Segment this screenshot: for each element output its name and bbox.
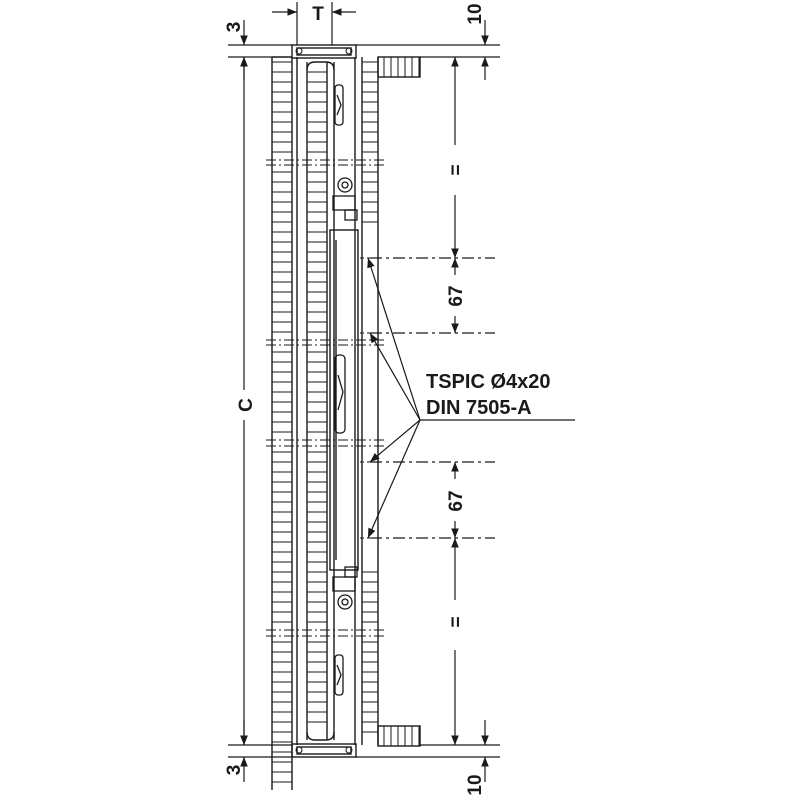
- dimension-bottom-offset: [356, 720, 500, 782]
- hinge-mechanisms: [332, 84, 358, 696]
- dim-upper-pitch-label: 67: [446, 285, 467, 306]
- screw-spec-line2: DIN 7505-A: [426, 397, 532, 419]
- dimension-bottom-gap: [228, 720, 292, 782]
- dim-upper-spacing-label: =: [446, 164, 467, 175]
- right-panel: [377, 56, 421, 747]
- dim-bottom-gap-label: 3: [224, 765, 245, 776]
- dim-top-offset-label: 10: [465, 3, 486, 24]
- cap-screws: [295, 47, 353, 754]
- dimension-upper-pitch: [370, 257, 495, 334]
- cabinet-profile: [271, 44, 379, 790]
- dim-top-gap-label: 3: [224, 22, 245, 33]
- dimension-T: [272, 2, 356, 45]
- dimension-top-offset: [356, 20, 500, 80]
- screw-spec-line1: TSPIC Ø4x20: [426, 371, 551, 393]
- right-panel-hatching: [383, 57, 420, 746]
- break-lines: [266, 159, 384, 637]
- dim-overall-height-label: C: [236, 398, 257, 412]
- profile-hatching: [272, 61, 378, 783]
- dim-thickness-label: T: [312, 4, 324, 25]
- dimension-lower-pitch: [370, 461, 495, 539]
- callout-leaders: [367, 257, 575, 539]
- dim-lower-spacing-label: =: [446, 616, 467, 627]
- dim-bottom-offset-label: 10: [465, 774, 486, 795]
- dim-lower-pitch-label: 67: [446, 490, 467, 511]
